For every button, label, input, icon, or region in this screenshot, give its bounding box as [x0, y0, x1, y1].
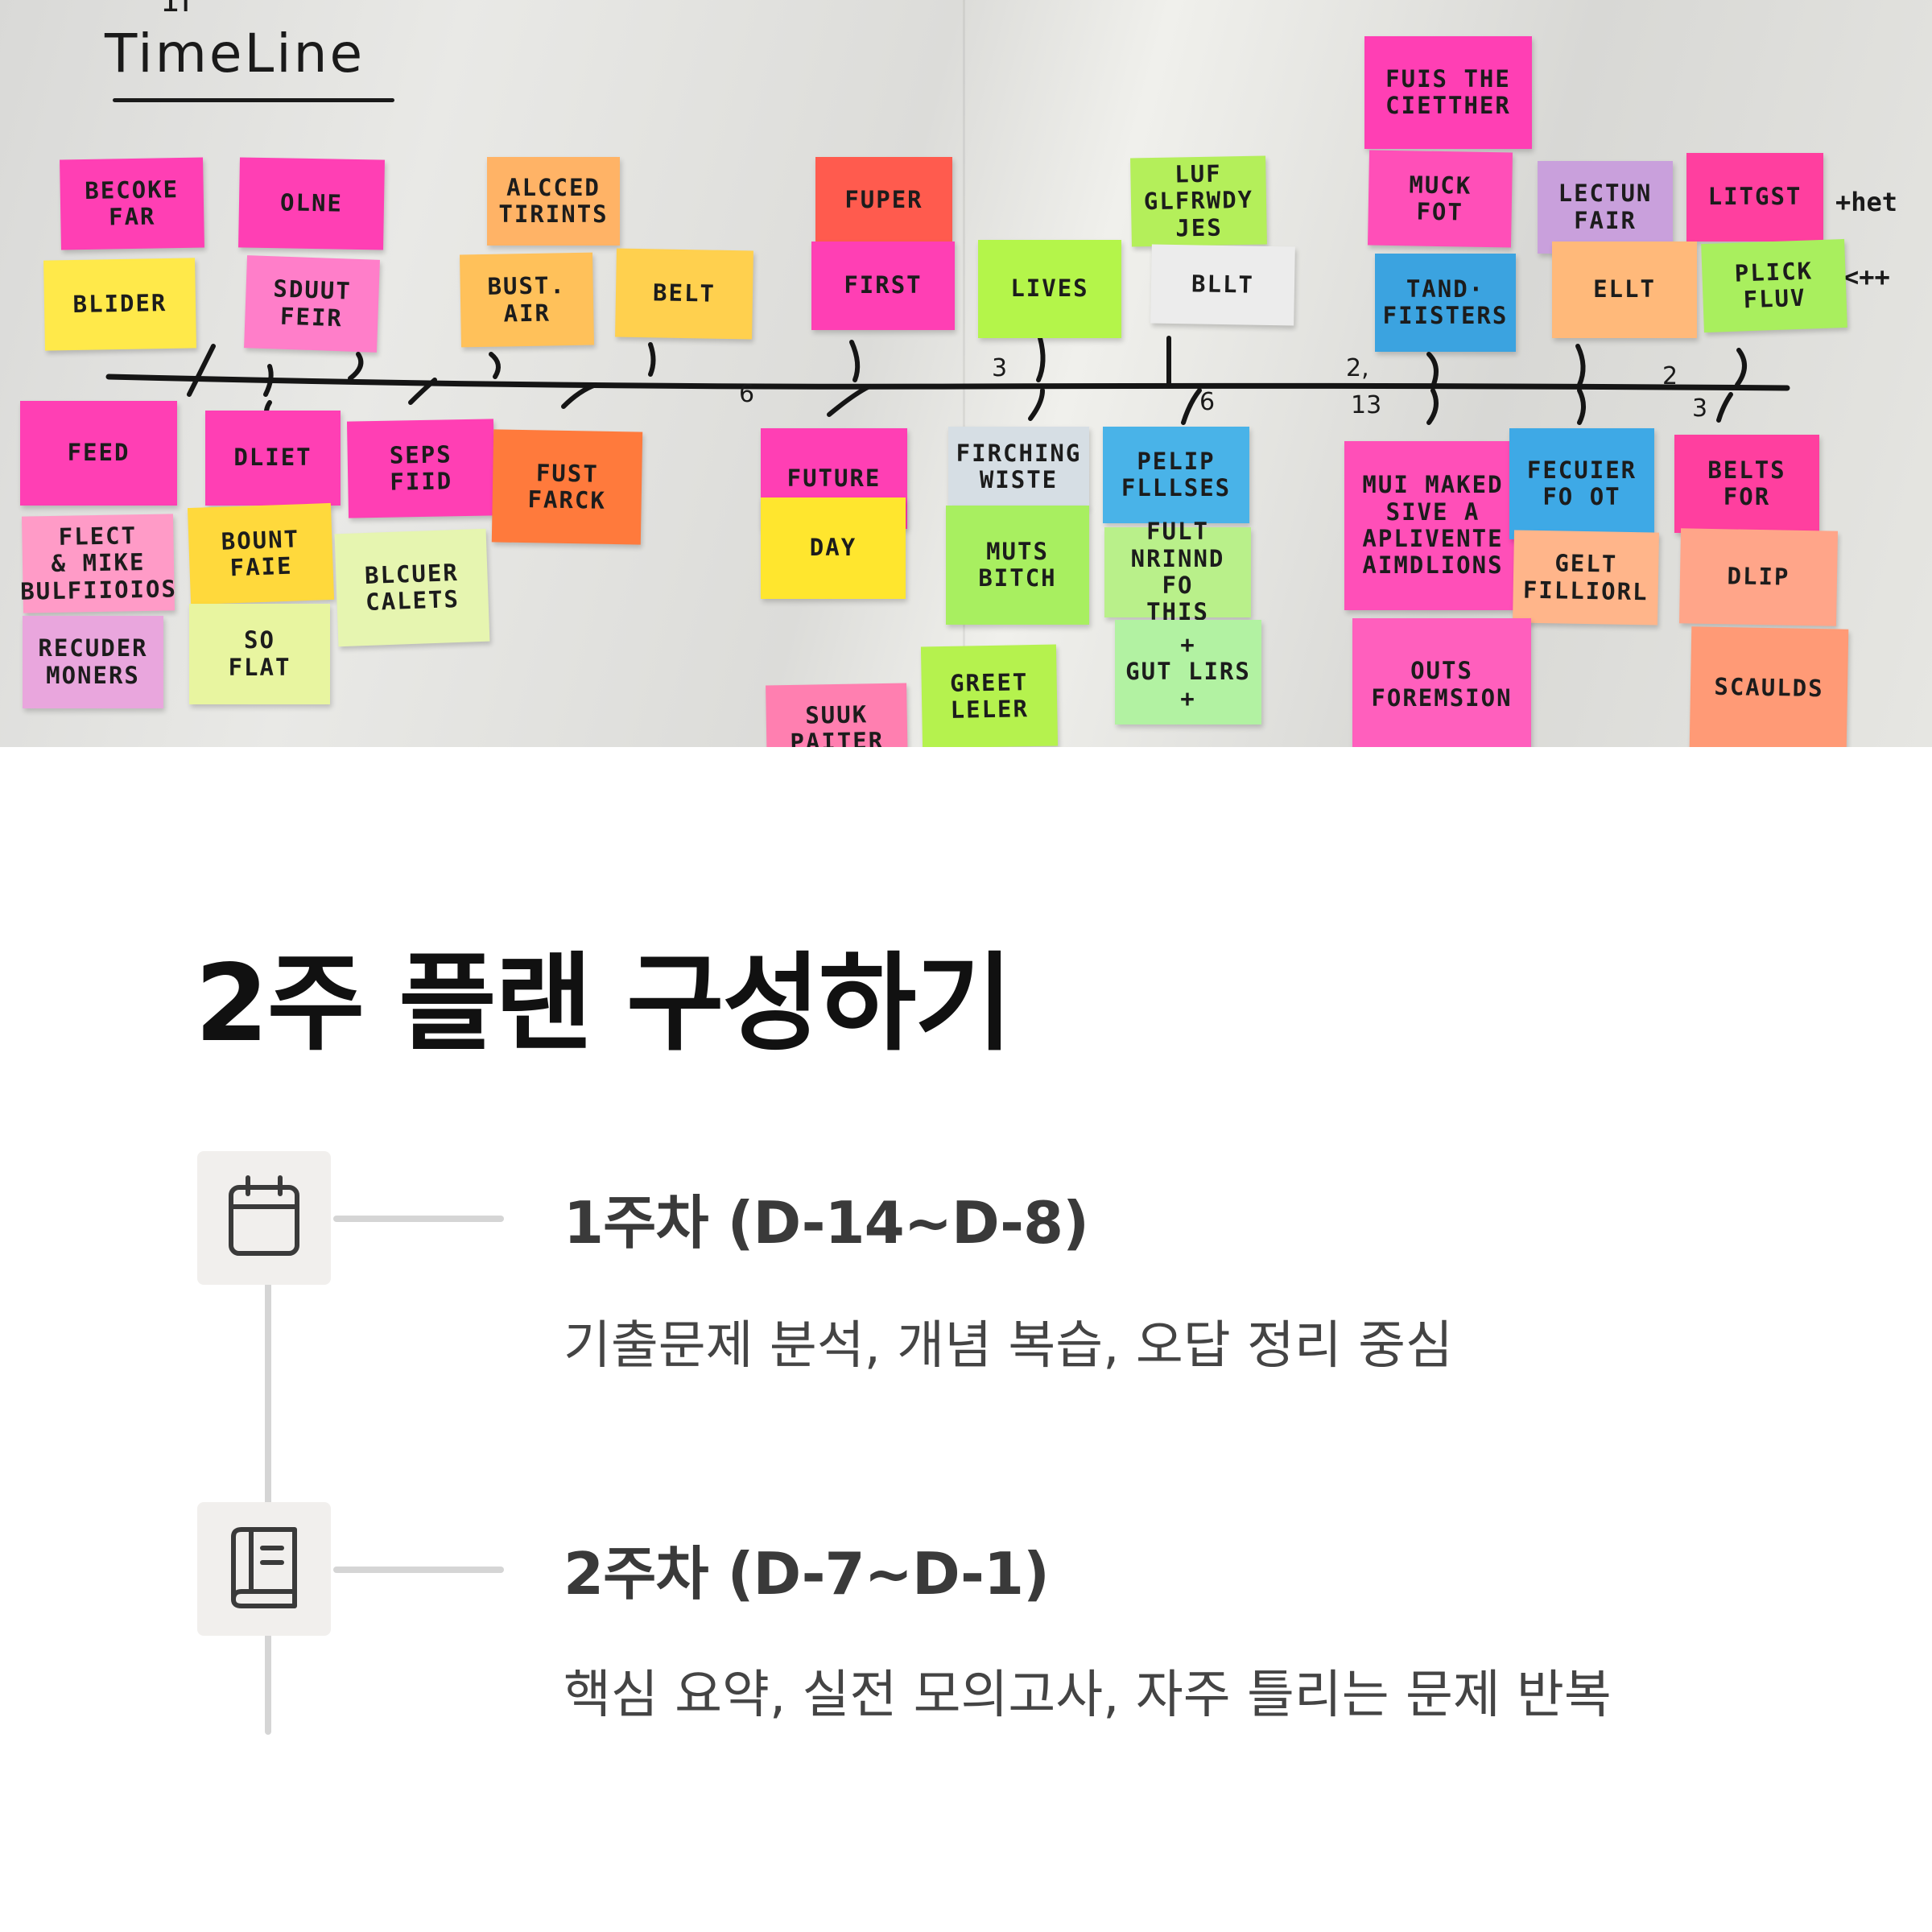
sticky-note: FUST FARCK: [491, 429, 643, 545]
book-icon: [227, 1525, 301, 1612]
side-note: +het: [1835, 187, 1898, 217]
axis-label: 3: [1692, 394, 1708, 423]
sticky-note: OLNE: [238, 157, 385, 250]
sticky-note: FIRST: [811, 242, 955, 330]
step-1-connector: [333, 1216, 504, 1222]
axis-label: 6: [1199, 388, 1216, 416]
sticky-note: BLLT: [1150, 244, 1295, 326]
calendar-icon: [227, 1174, 301, 1261]
sticky-note: BLCUER CALETS: [334, 528, 490, 647]
sticky-note: FUIS THE CIETTHER: [1364, 36, 1532, 149]
axis-label: 2,: [1346, 354, 1369, 382]
sticky-note: SCAULDS: [1689, 626, 1849, 747]
step-1-icon-box: [197, 1151, 331, 1285]
axis-label: 2: [1662, 362, 1678, 390]
sticky-note: GREET LELER: [920, 644, 1059, 747]
sticky-note: ALCCED TIRINTS: [487, 157, 620, 246]
sticky-note: BUST. AIR: [460, 252, 594, 348]
sticky-note: LECTUN FAIR: [1538, 161, 1673, 254]
sticky-note: BELT: [615, 248, 753, 340]
sticky-note: BECOKE FAR: [60, 157, 204, 250]
sticky-note: MUTS BITCH: [946, 506, 1089, 625]
sticky-note: RECUDER MONERS: [23, 616, 163, 708]
step-1-title: 1주차 (D-14~D-8): [564, 1189, 1089, 1257]
sticky-note: LIVES: [978, 240, 1121, 338]
whiteboard-photo: IF TimeLine 6 3 6 2, 1: [0, 0, 1932, 747]
whiteboard-seam: [963, 0, 965, 747]
sticky-note: LITGST: [1686, 153, 1823, 242]
sticky-note: MUCK FOT: [1367, 150, 1513, 248]
sticky-note: BLIDER: [43, 258, 196, 351]
sticky-note: BOUNT FAIE: [187, 502, 335, 605]
sticky-note: PELIP FLLLSES: [1103, 427, 1249, 523]
timeline-axis: [105, 336, 1790, 429]
sticky-note: FIRCHING WISTE: [948, 427, 1089, 507]
step-2-title: 2주차 (D-7~D-1): [564, 1540, 1050, 1608]
sticky-note: GELT FILLIORL: [1513, 530, 1659, 625]
sticky-note: + GUT LIRS +: [1115, 620, 1261, 724]
sticky-note: FEED: [20, 401, 177, 506]
sticky-note: SO FLAT: [189, 604, 330, 704]
sticky-note: FULT NRINND FO THIS: [1104, 518, 1251, 625]
sticky-note: MUI MAKED SIVE A APLIVENTE AIMDLIONS: [1344, 441, 1521, 610]
sticky-note: PLICK FLUV: [1701, 238, 1847, 333]
axis-label: 6: [739, 380, 755, 408]
side-note: <++: [1843, 262, 1890, 292]
sticky-note: SUUK PAITER: [766, 683, 908, 747]
sticky-note: DAY: [761, 497, 906, 599]
sticky-note: DLIP: [1678, 528, 1839, 626]
sticky-note: TAND· FIISTERS: [1375, 254, 1516, 352]
step-2-connector: [333, 1567, 504, 1573]
step-2-icon-box: [197, 1502, 331, 1636]
step-1-description: 기출문제 분석, 개념 복습, 오답 정리 중심: [564, 1316, 1453, 1376]
sticky-note: LUF GLFRWDY JES: [1130, 155, 1267, 247]
sticky-note: FLECT & MIKE BULFIIOIOS: [20, 514, 177, 613]
step-2-description: 핵심 요약, 실전 모의고사, 자주 틀리는 문제 반복: [564, 1666, 1612, 1725]
board-title-underline: [113, 98, 394, 102]
sticky-note: SDUUT FEIR: [244, 255, 380, 353]
axis-label: 3: [992, 354, 1008, 382]
page-title: 2주 플랜 구성하기: [195, 942, 1013, 1066]
axis-label: 13: [1351, 391, 1382, 419]
sticky-note: FECUIER FO OT: [1509, 428, 1654, 539]
sticky-note: OUTS FOREMSION: [1352, 618, 1531, 747]
board-title: TimeLine: [105, 23, 365, 85]
board-corner-text: IF: [161, 0, 200, 19]
sticky-note: ELLT: [1552, 242, 1697, 338]
sticky-note: BELTS FOR: [1674, 435, 1819, 533]
sticky-note: SEPS FIID: [346, 419, 496, 518]
sticky-note: DLIET: [205, 411, 341, 506]
sticky-note: FUPER: [815, 157, 952, 244]
